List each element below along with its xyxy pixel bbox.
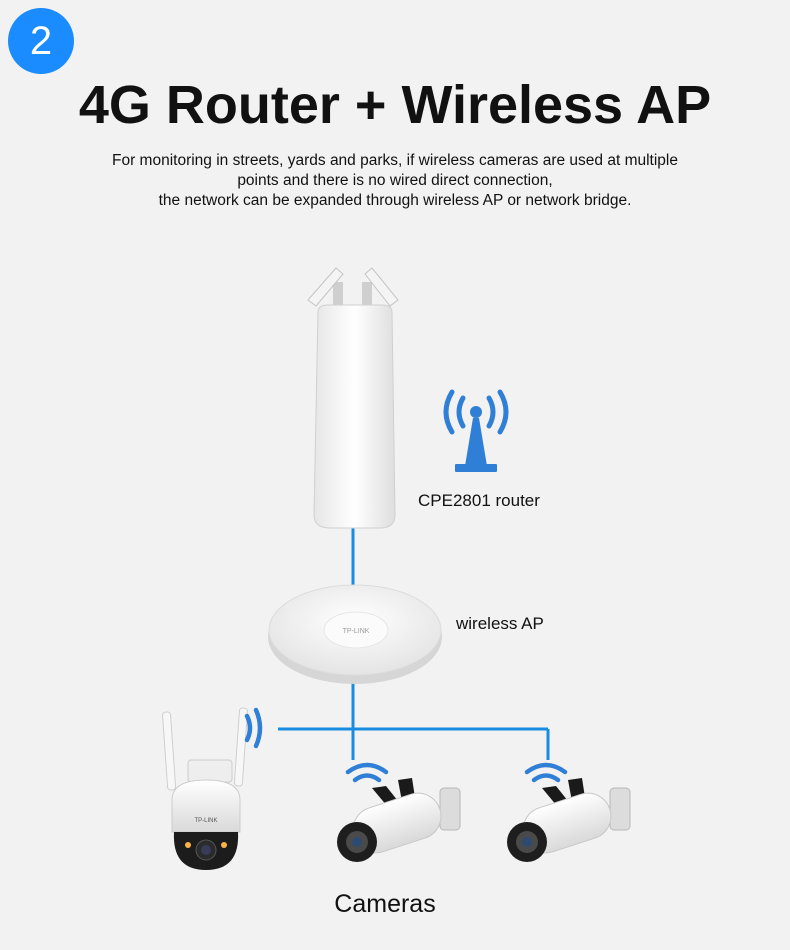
ptz-wifi-icon bbox=[244, 707, 263, 749]
description-line: points and there is no wired direct conn… bbox=[237, 172, 553, 189]
router-label: CPE2801 router bbox=[418, 491, 540, 510]
camera1-wifi-icon bbox=[345, 762, 389, 783]
cameras-label: Cameras bbox=[334, 890, 436, 918]
ptz-camera: TP-LINK bbox=[162, 707, 248, 870]
wireless-ap-device: TP-LINK bbox=[268, 584, 442, 684]
ptz-brand-logo: TP-LINK bbox=[194, 818, 217, 824]
description-line: For monitoring in streets, yards and par… bbox=[112, 152, 678, 169]
tower-mast bbox=[455, 406, 497, 472]
description-line: the network can be expanded through wire… bbox=[158, 192, 632, 209]
router-device bbox=[307, 267, 399, 529]
camera2-wifi-icon bbox=[524, 762, 568, 783]
ap-brand-logo: TP-LINK bbox=[343, 628, 370, 635]
description: For monitoring in streets, yards and par… bbox=[60, 151, 730, 211]
page-title: 4G Router + Wireless AP bbox=[78, 75, 712, 135]
router-antenna-right bbox=[362, 267, 399, 308]
connection-lines bbox=[278, 528, 550, 760]
signal-tower-icon bbox=[443, 389, 509, 435]
bullet-camera-1 bbox=[337, 778, 461, 862]
wireless-ap-label: wireless AP bbox=[456, 614, 544, 633]
bullet-camera-2 bbox=[507, 778, 631, 862]
router-antenna-left bbox=[307, 267, 344, 308]
step-number-badge: 2 bbox=[8, 8, 74, 74]
